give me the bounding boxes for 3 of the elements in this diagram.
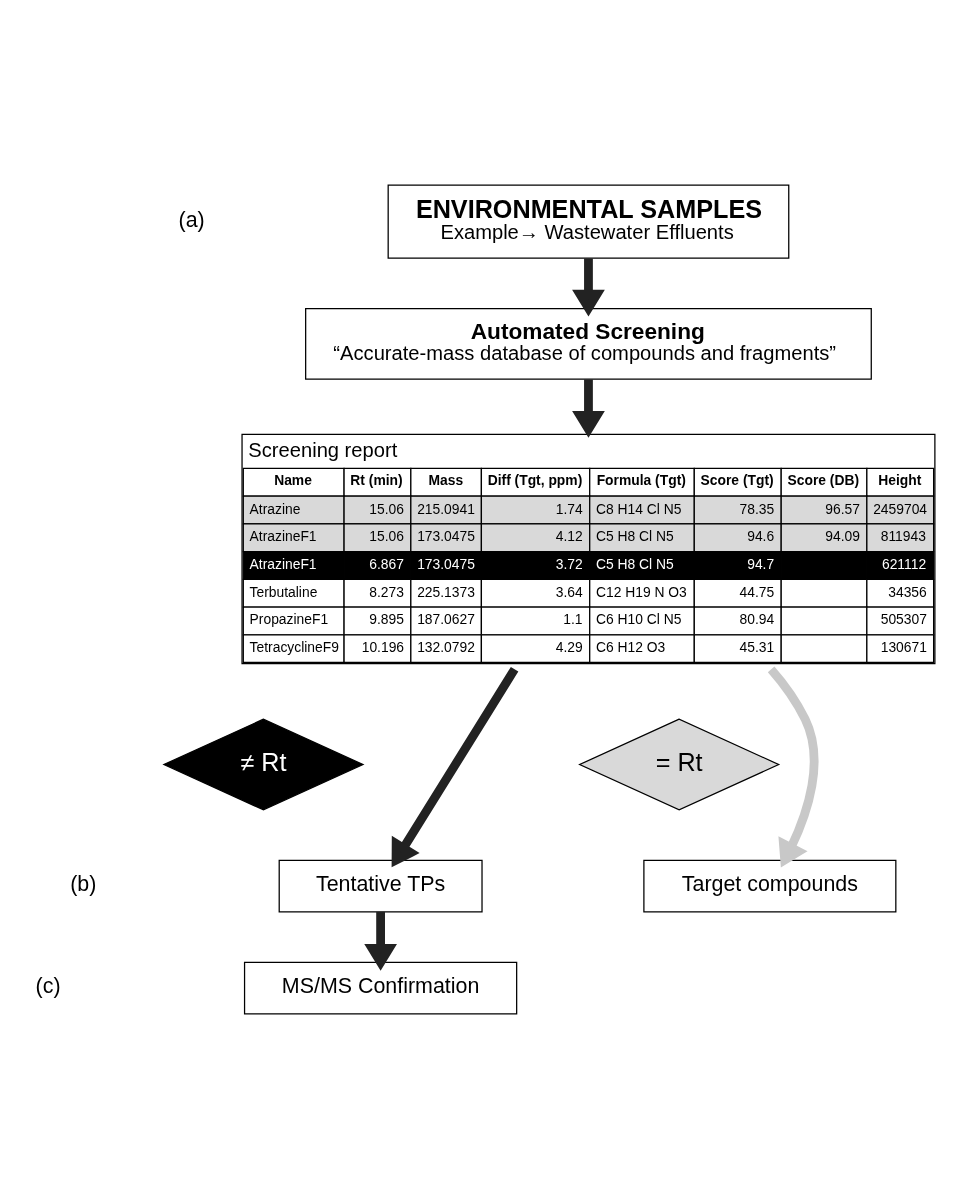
label: (a)	[178, 207, 205, 232]
label: (c)	[35, 974, 61, 999]
label: (b)	[69, 872, 96, 897]
